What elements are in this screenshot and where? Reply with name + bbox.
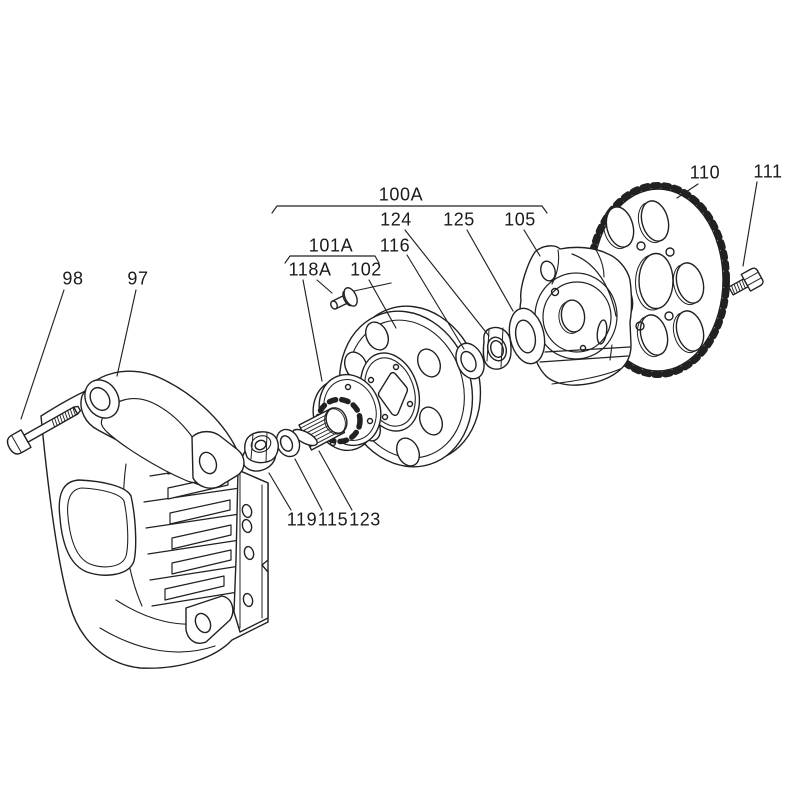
leader-line-105 <box>524 230 540 256</box>
leader-line-119 <box>269 473 291 510</box>
part-label-116: 116 <box>379 235 411 256</box>
part-label-118A: 118A <box>288 259 332 280</box>
washer-116-drawing <box>451 339 490 383</box>
leader-line-124 <box>405 230 489 336</box>
screw-118a-drawing <box>327 286 360 315</box>
part-label-123: 123 <box>349 509 381 530</box>
group-bracket-100A <box>272 206 547 213</box>
leader-line-118A <box>317 280 332 293</box>
part-label-101A: 101A <box>308 235 354 256</box>
cover-97-drawing <box>41 371 268 668</box>
part-label-124: 124 <box>380 209 412 230</box>
part-label-125: 125 <box>443 209 475 230</box>
part-label-105: 105 <box>504 209 536 230</box>
leader-line-125 <box>467 230 513 311</box>
clutch-105-drawing <box>520 246 631 385</box>
nut-119-drawing <box>238 432 280 476</box>
part-label-97: 97 <box>127 268 149 289</box>
leader-line-111 <box>743 182 757 266</box>
part-label-98: 98 <box>62 268 84 289</box>
part-label-115: 115 <box>317 509 349 530</box>
sprocket-123-drawing <box>290 366 390 459</box>
part-label-111: 111 <box>753 161 783 182</box>
washer-115-drawing <box>272 426 303 461</box>
part-label-100A: 100A <box>378 184 424 205</box>
part-label-102: 102 <box>350 259 382 280</box>
leader-line-116 <box>407 255 464 349</box>
leader-line-115 <box>295 459 322 510</box>
leader-line-118A <box>354 283 391 291</box>
leader-line-97 <box>117 290 136 376</box>
nut-124-drawing <box>483 327 511 369</box>
leader-line-102 <box>369 280 396 328</box>
leader-line-118A <box>303 280 322 381</box>
leader-line-123 <box>319 451 352 510</box>
leader-line-110 <box>677 184 698 198</box>
leader-line-98 <box>21 290 64 419</box>
leader-lines-layer <box>21 182 757 510</box>
part-label-119: 119 <box>286 509 318 530</box>
bolt-111-drawing <box>726 267 764 300</box>
group-bracket-101A <box>285 256 379 263</box>
bolt-98-drawing <box>5 400 84 457</box>
part-label-110: 110 <box>689 162 721 183</box>
